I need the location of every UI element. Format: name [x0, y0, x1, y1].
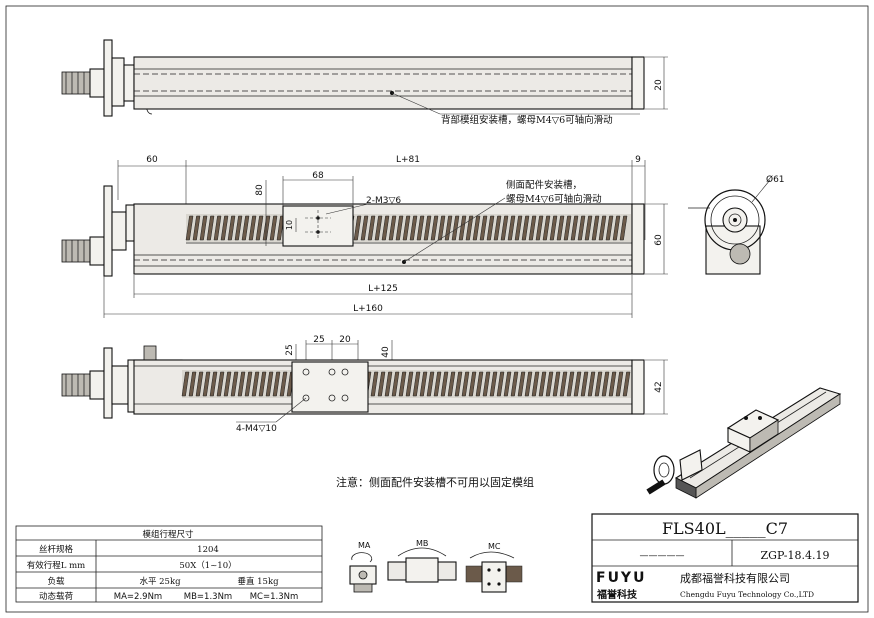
- moment-mc-label: MC: [488, 542, 501, 551]
- front-carriage-hole: [341, 394, 349, 402]
- side-handwheel-disc: [103, 185, 113, 277]
- moment-icons: MA MB MC: [349, 539, 523, 593]
- spec-row-label: 负载: [47, 576, 65, 587]
- front-view: 25 20 25 40 4-M4▽10: [61, 335, 668, 434]
- side-dim-height80: 80: [255, 184, 265, 196]
- front-dim-25b: 25: [313, 335, 324, 345]
- front-carriage: [291, 361, 369, 413]
- drawing-code: ZGP-18.4.19: [761, 549, 830, 562]
- side-dim-length: L+81: [396, 155, 420, 165]
- model-number: FLS40L_____C7: [662, 519, 788, 538]
- side-dim-motor: 60: [146, 155, 158, 165]
- attention-note: 注意：侧面配件安装槽不可用以固定模组: [336, 475, 534, 489]
- moment-mc-arrow-icon: [469, 551, 515, 559]
- front-carriage-hole: [302, 394, 310, 402]
- company-name-en: Chengdu Fuyu Technology Co.,LTD: [680, 590, 814, 599]
- front-carriage-hole: [328, 394, 336, 402]
- front-end-cap: [631, 359, 645, 415]
- title-blank: —————: [640, 551, 685, 561]
- spec-row-label: 动态载荷: [39, 591, 74, 602]
- spec-row-label: 有效行程L mm: [27, 560, 85, 571]
- spec-row-value: 50X（1~10）: [179, 560, 236, 571]
- moment-mb-label: MB: [416, 539, 428, 548]
- front-carriage-hole: [328, 368, 336, 376]
- sheet-border: [5, 5, 869, 613]
- top-height-label: 20: [654, 79, 664, 91]
- spec-table-title: 模组行程尺寸: [142, 529, 194, 540]
- side-end-cap: [631, 203, 645, 275]
- spec-table: 模组行程尺寸 丝杆规格 1204 有效行程L mm 50X（1~10） 负载 水…: [15, 525, 323, 603]
- moment-ma-label: MA: [358, 541, 371, 550]
- isometric-view: [646, 387, 842, 499]
- spec-row-label: 丝杆规格: [39, 544, 74, 555]
- top-end-cap: [631, 56, 645, 110]
- side-dim-carriage: 68: [312, 171, 324, 181]
- moment-mb-arrow-icon: [397, 547, 447, 557]
- front-dim-25a: 25: [285, 344, 295, 355]
- side-dim-l125: L+125: [368, 284, 398, 294]
- front-hole-note: 4-M4▽10: [236, 424, 277, 434]
- side-dim-10: 10: [285, 220, 294, 230]
- end-view: Ø61: [688, 174, 785, 275]
- spec-load-horizontal: 水平 25kg: [139, 576, 181, 587]
- title-block: FLS40L_____C7 ————— ZGP-18.4.19 FUYU 福誉科…: [591, 513, 859, 603]
- spec-moment-mb: MB=1.3Nm: [184, 592, 232, 602]
- fuyu-logo-cn: 福誉科技: [596, 588, 638, 601]
- spec-moment-mc: MC=1.3Nm: [250, 592, 299, 602]
- spec-moment-ma: MA=2.9Nm: [114, 592, 162, 602]
- top-handwheel-disc: [103, 39, 113, 117]
- side-dim-end: 9: [635, 155, 641, 165]
- front-carriage-hole: [341, 368, 349, 376]
- moment-ma-arrow-icon: [351, 552, 373, 563]
- front-dim-20: 20: [339, 335, 351, 345]
- side-height-label: 60: [654, 234, 664, 246]
- end-diameter-label: Ø61: [766, 174, 785, 185]
- front-carriage-hole: [302, 368, 310, 376]
- company-name-cn: 成都福誉科技有限公司: [680, 571, 790, 585]
- side-view: 60 L+81 9 68 80 10 2-: [61, 155, 668, 318]
- front-handwheel-disc: [103, 347, 113, 419]
- front-height-label: 42: [654, 381, 664, 392]
- side-dim-l160: L+160: [353, 304, 383, 314]
- side-lead-screw: [185, 215, 628, 241]
- side-hole-note: 2-M3▽6: [366, 196, 401, 206]
- side-groove-note-2: 螺母M4▽6可轴向滑动: [506, 193, 602, 205]
- fuyu-logo-text: FUYU: [596, 570, 646, 586]
- front-dim-40: 40: [381, 346, 391, 358]
- spec-load-vertical: 垂直 15kg: [237, 576, 279, 587]
- side-groove-note-1: 侧面配件安装槽，: [506, 179, 582, 191]
- top-view: 背部模组安装槽，螺母M4▽6可轴向滑动 20: [61, 39, 668, 126]
- top-rail-body: [133, 56, 633, 110]
- iso-handwheel: [653, 455, 675, 485]
- spec-row-value: 1204: [197, 545, 219, 555]
- top-groove-note: 背部模组安装槽，螺母M4▽6可轴向滑动: [441, 114, 613, 126]
